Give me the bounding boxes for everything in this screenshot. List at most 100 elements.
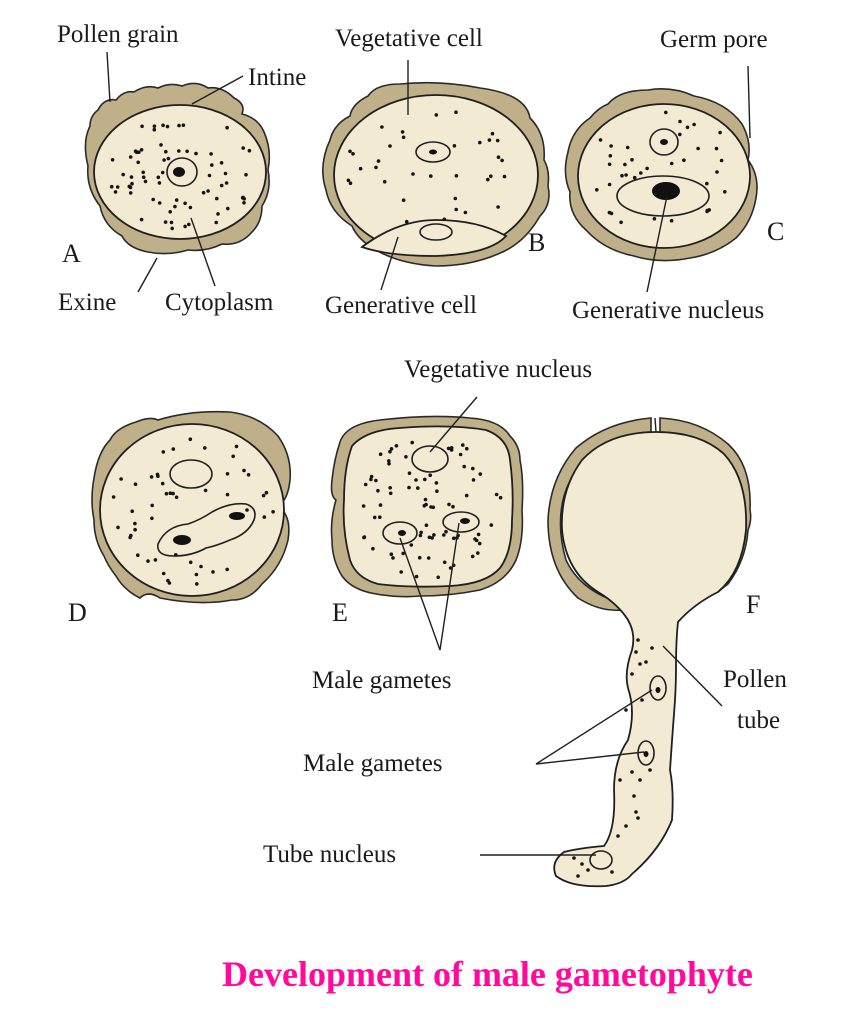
cytoplasm-granule: [119, 477, 123, 481]
cytoplasm-granule: [378, 452, 383, 457]
cytoplasm-granule: [177, 149, 181, 153]
cytoplasm-granule: [477, 541, 482, 546]
stage-b-cytoplasm-granules: [346, 110, 507, 224]
stage-e-male-gamete-1-nucleus: [398, 530, 406, 536]
cytoplasm-granule: [714, 146, 719, 151]
cytoplasm-granule: [133, 482, 138, 487]
cytoplasm-granule: [464, 493, 469, 498]
cytoplasm-granule: [376, 488, 380, 493]
cytoplasm-granule: [128, 535, 132, 540]
cytoplasm-granule: [246, 473, 251, 477]
cytoplasm-granule: [216, 212, 220, 216]
cytoplasm-granule: [361, 504, 366, 508]
cytoplasm-granule: [183, 201, 187, 206]
cytoplasm-granule: [234, 444, 239, 449]
stage-a-pollen-grain: [84, 82, 271, 255]
cytoplasm-granule: [451, 504, 455, 509]
cytoplasm-granule: [407, 485, 411, 490]
cytoplasm-granule: [409, 543, 414, 547]
cytoplasm-granule: [586, 868, 590, 872]
cytoplasm-granule: [162, 158, 166, 162]
cytoplasm-granule: [387, 462, 391, 466]
cytoplasm-granule: [401, 551, 406, 556]
cytoplasm-granule: [244, 172, 248, 177]
cytoplasm-granule: [436, 575, 441, 580]
cytoplasm-granule: [219, 183, 224, 188]
cytoplasm-granule: [696, 146, 700, 151]
cytoplasm-granule: [462, 464, 467, 469]
cytoplasm-granule: [378, 515, 382, 519]
cytoplasm-granule: [669, 218, 674, 223]
cytoplasm-granule: [414, 574, 419, 579]
cytoplasm-granule: [624, 173, 628, 177]
cytoplasm-granule: [496, 155, 501, 159]
cytoplasm-granule: [128, 155, 133, 159]
cytoplasm-granule: [171, 491, 175, 496]
cytoplasm-granule: [194, 151, 198, 156]
cytoplasm-granule: [487, 138, 492, 142]
cytoplasm-granule: [424, 523, 429, 527]
cytoplasm-granule: [242, 201, 246, 205]
label-vegetative-nucleus: Vegetative nucleus: [404, 356, 592, 383]
cytoplasm-granule: [136, 160, 140, 165]
cytoplasm-granule: [399, 570, 404, 574]
cytoplasm-granule: [207, 173, 212, 178]
label-pollen-grain: Pollen grain: [57, 21, 179, 48]
cytoplasm-granule: [111, 495, 116, 499]
cytoplasm-granule: [346, 178, 351, 183]
cytoplasm-granule: [225, 472, 230, 476]
labels: Pollen grain Intine Vegetative cell Germ…: [57, 21, 787, 868]
cytoplasm-granule: [155, 472, 160, 477]
cytoplasm-granule: [685, 125, 690, 130]
cytoplasm-granule: [168, 491, 173, 496]
cytoplasm-granule: [418, 533, 423, 538]
cytoplasm-granule: [388, 491, 393, 496]
cytoplasm-granule: [576, 874, 580, 878]
cytoplasm-granule: [609, 211, 614, 216]
cytoplasm-granule: [149, 475, 154, 479]
cytoplasm-granule: [188, 437, 193, 442]
stage-d-cytoplasm-granules: [111, 437, 275, 586]
cytoplasm-granule: [623, 162, 627, 167]
cytoplasm-granule: [214, 220, 218, 225]
cytoplasm-granule: [183, 224, 187, 229]
stage-c-cytoplasm-granules: [595, 110, 727, 225]
cytoplasm-granule: [422, 503, 427, 508]
cytoplasm-granule: [669, 161, 674, 166]
cytoplasm-granule: [141, 175, 146, 179]
cytoplasm-granule: [157, 181, 162, 185]
cytoplasm-granule: [143, 179, 148, 184]
cytoplasm-granule: [129, 175, 134, 179]
label-pollen-tube-line1: Pollen: [723, 666, 787, 693]
cytoplasm-granule: [486, 177, 490, 182]
cytoplasm-granule: [432, 533, 436, 537]
cytoplasm-granule: [210, 163, 214, 167]
cytoplasm-granule: [715, 170, 719, 174]
cytoplasm-granule: [141, 170, 145, 175]
cytoplasm-granule: [458, 452, 463, 457]
cytoplasm-granule: [171, 447, 176, 451]
stage-c-pollen-grain: [564, 88, 758, 262]
cytoplasm-granule: [150, 516, 154, 521]
label-generative-nucleus: Generative nucleus: [572, 297, 764, 324]
cytoplasm-granule: [634, 650, 638, 654]
cytoplasm-granule: [206, 189, 210, 193]
stage-f-pollen-tube: [553, 431, 748, 888]
cytoplasm-granule: [382, 179, 387, 184]
cytoplasm-granule: [362, 535, 366, 540]
cytoplasm-granule: [348, 181, 353, 185]
cytoplasm-granule: [489, 523, 494, 527]
cytoplasm-granule: [634, 810, 638, 814]
cytoplasm-granule: [401, 198, 406, 202]
stage-b-vegetative-nucleolus: [429, 149, 437, 155]
stage-letter-c: C: [767, 217, 784, 246]
stage-letter-f: F: [746, 590, 760, 619]
label-cytoplasm: Cytoplasm: [165, 289, 274, 316]
cytoplasm-granule: [139, 217, 144, 222]
cytoplasm-granule: [170, 226, 174, 231]
cytoplasm-granule: [632, 175, 637, 180]
cytoplasm-granule: [447, 502, 451, 507]
cytoplasm-granule: [242, 468, 246, 473]
cytoplasm-granule: [388, 144, 392, 148]
stage-d-pollen-grain: [91, 410, 292, 604]
